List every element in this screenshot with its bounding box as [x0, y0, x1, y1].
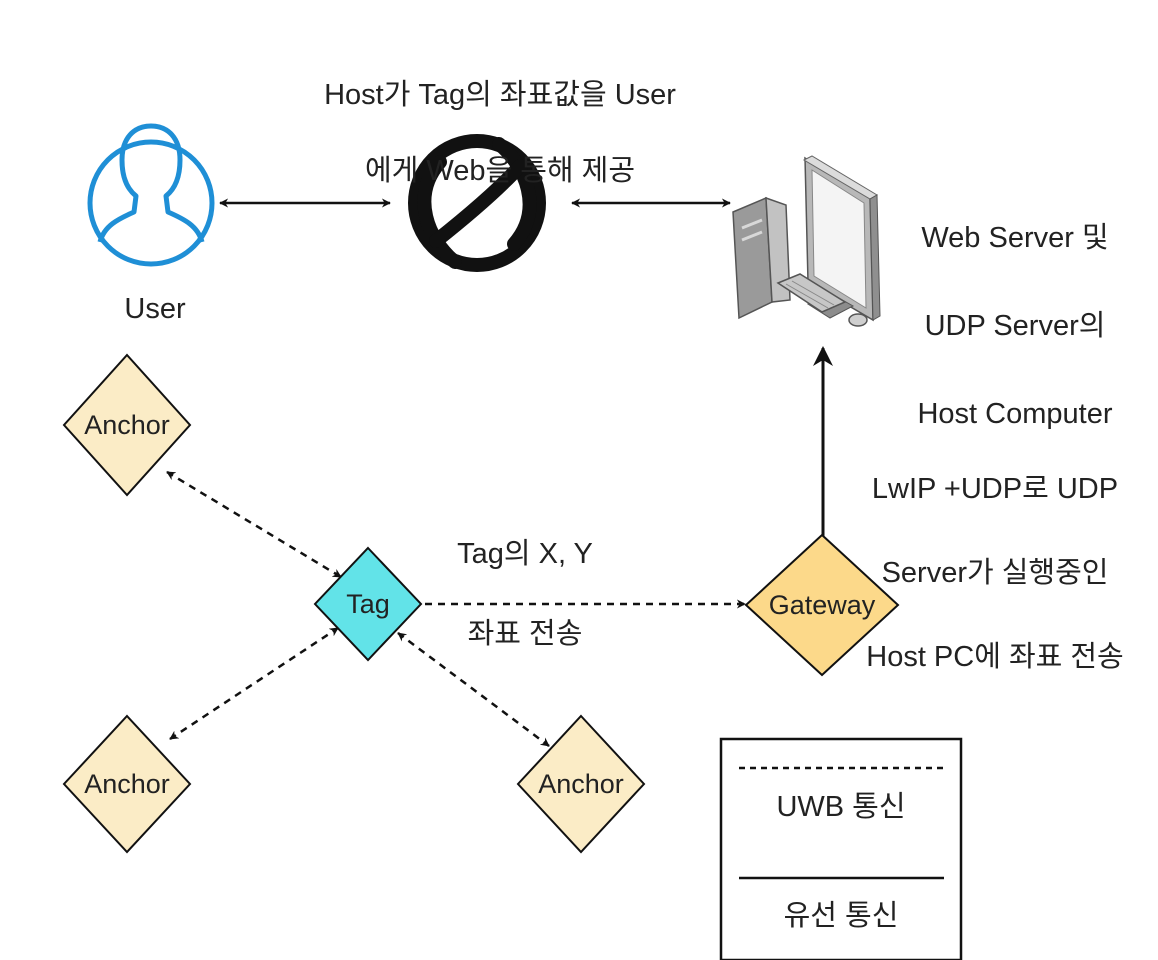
tag-send-caption-line2: 좌표 전송 — [467, 618, 583, 650]
anchor-bottom-right-shape — [516, 714, 646, 854]
gateway-label: Gateway — [768, 590, 876, 620]
user-icon — [87, 123, 215, 267]
user-label: User — [124, 293, 186, 325]
web-caption-line2: 에게 Web을 통해 제공 — [364, 155, 636, 187]
host-caption: Web Server 및 UDP Server의 Host Computer — [880, 172, 1150, 480]
legend — [719, 737, 963, 960]
anchor-bottom-left-label: Anchor — [84, 769, 170, 799]
anchor-bottom-left-shape — [62, 714, 192, 854]
uplink-caption-line3: Host PC에 좌표 전송 — [866, 641, 1124, 673]
gateway-shape — [744, 533, 900, 677]
uwb-link-tag-anchor-top — [166, 470, 342, 579]
uplink-caption-line1: LwIP +UDP로 UDP — [871, 473, 1119, 505]
uwb-link-tag-anchor-bottom-left — [169, 626, 339, 741]
uplink-caption-line2: Server가 실행중인 — [881, 557, 1109, 589]
legend-wired-label: 유선 통신 — [783, 900, 899, 932]
anchor-bottom-right-label: Anchor — [538, 769, 624, 799]
host-caption-line3: Host Computer — [917, 398, 1113, 430]
legend-uwb-label: UWB 통신 — [776, 791, 906, 823]
uplink-caption: LwIP +UDP로 UDP Server가 실행중인 Host PC에 좌표 … — [836, 426, 1154, 720]
anchor-top-label: Anchor — [84, 410, 170, 440]
desktop-computer-icon — [732, 155, 881, 327]
anchor-top-shape — [62, 353, 192, 497]
tag-send-caption-line1: Tag의 X, Y — [457, 538, 593, 570]
host-caption-line2: UDP Server의 — [924, 310, 1106, 342]
web-caption: Host가 Tag의 좌표값을 User 에게 Web을 통해 제공 — [280, 38, 720, 228]
uwb-link-tag-anchor-bottom-right — [397, 631, 550, 748]
web-caption-line1: Host가 Tag의 좌표값을 User — [324, 79, 676, 111]
tag-label: Tag — [346, 589, 390, 619]
globe-icon — [408, 134, 546, 272]
tag-shape — [313, 546, 423, 662]
tag-send-caption: Tag의 X, Y 좌표 전송 — [420, 494, 630, 694]
host-caption-line1: Web Server 및 — [921, 222, 1109, 254]
